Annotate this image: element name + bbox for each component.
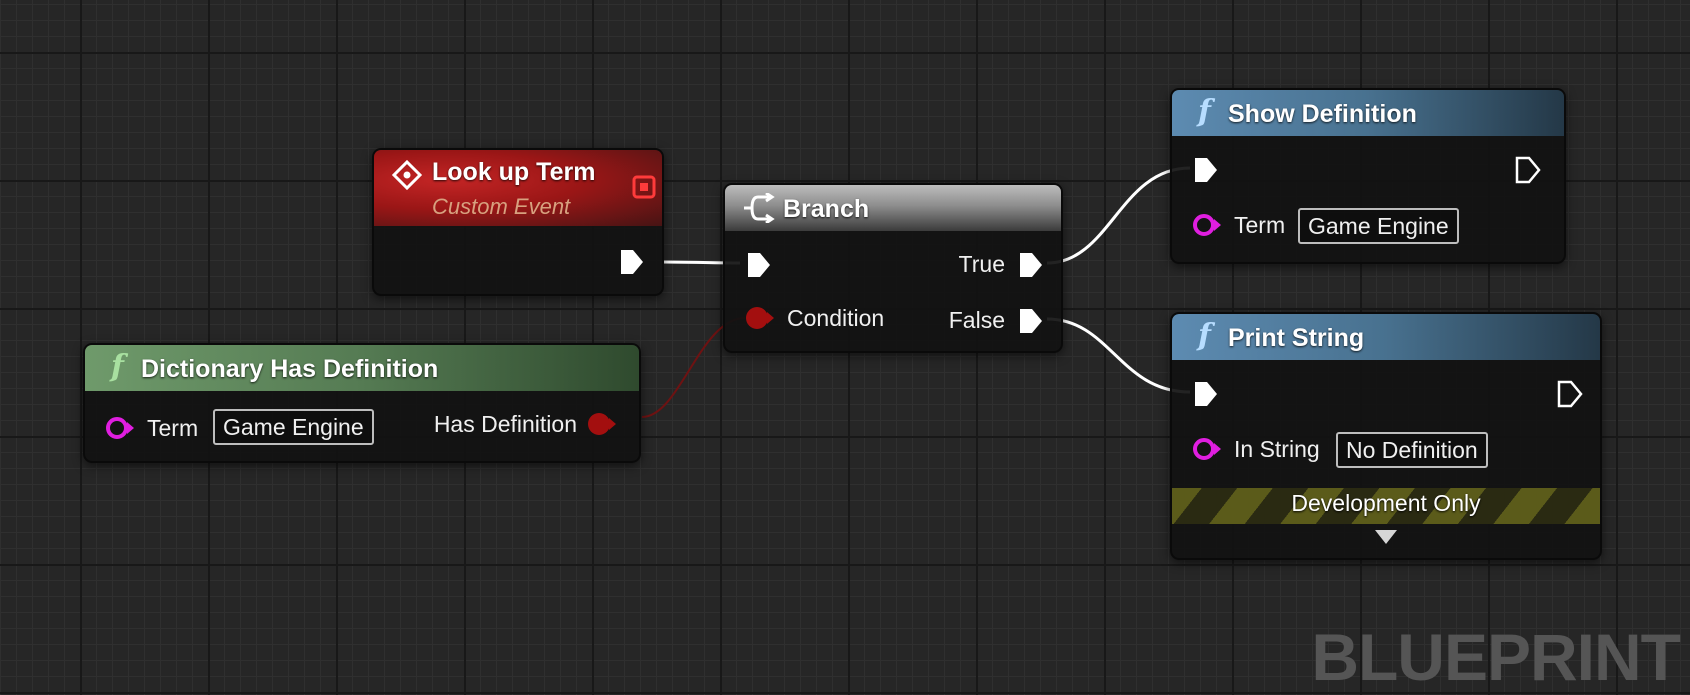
print-string-node[interactable]: f Print String In String No Definition D… [1170, 312, 1602, 560]
false-label: False [948, 307, 1005, 333]
node-header[interactable]: f Print String [1172, 314, 1600, 360]
string-term-pin[interactable] [105, 415, 135, 441]
node-header[interactable]: f Dictionary Has Definition [85, 345, 639, 391]
string-term-pin[interactable] [1192, 212, 1222, 238]
node-title: Dictionary Has Definition [141, 355, 439, 383]
term-label: Term [1234, 212, 1286, 238]
node-title: Print String [1228, 324, 1365, 352]
true-label: True [958, 251, 1005, 277]
function-icon: f [1198, 318, 1211, 353]
node-subtitle: Custom Event [432, 194, 571, 219]
node-title: Branch [783, 195, 870, 223]
blueprint-watermark: BLUEPRINT [1311, 620, 1681, 694]
delegate-pin-icon[interactable] [632, 175, 656, 199]
exec-true-pin[interactable] [1017, 251, 1045, 279]
node-header[interactable]: Look up Term Custom Event [374, 150, 662, 226]
condition-label: Condition [787, 305, 885, 331]
expand-arrow-icon[interactable] [1375, 530, 1397, 544]
in-string-label: In String [1234, 436, 1320, 462]
function-icon: f [111, 349, 124, 384]
exec-out-pin[interactable] [1556, 380, 1584, 408]
exec-wire-true-to-show [1046, 166, 1191, 265]
node-title: Look up Term [432, 158, 596, 186]
term-label: Term [147, 415, 199, 441]
dictionary-has-definition-node[interactable]: f Dictionary Has Definition Term Game En… [83, 343, 641, 463]
bool-has-definition-pin[interactable] [587, 411, 617, 437]
development-only-banner: Development Only [1172, 488, 1600, 524]
bool-condition-pin[interactable] [745, 305, 775, 331]
development-only-label: Development Only [1291, 490, 1481, 516]
node-header[interactable]: f Show Definition [1172, 90, 1564, 136]
term-input[interactable]: Game Engine [213, 409, 374, 445]
exec-out-pin[interactable] [1514, 156, 1542, 184]
node-header[interactable]: Branch [725, 185, 1061, 231]
string-in-pin[interactable] [1192, 436, 1222, 462]
exec-in-pin[interactable] [1192, 156, 1220, 184]
exec-in-pin[interactable] [1192, 380, 1220, 408]
node-title: Show Definition [1228, 100, 1417, 128]
in-string-input[interactable]: No Definition [1336, 432, 1488, 468]
diamond-event-icon [392, 160, 422, 190]
branch-icon [744, 193, 775, 223]
show-definition-node[interactable]: f Show Definition Term Game Engine [1170, 88, 1566, 264]
exec-wire-false-to-print [1046, 317, 1191, 394]
look-up-term-node[interactable]: Look up Term Custom Event [372, 148, 664, 296]
branch-node[interactable]: Branch True Condition False [723, 183, 1063, 353]
exec-false-pin[interactable] [1017, 307, 1045, 335]
exec-in-pin[interactable] [745, 251, 773, 279]
term-input[interactable]: Game Engine [1298, 208, 1459, 244]
has-definition-label: Has Definition [433, 411, 577, 437]
function-icon: f [1198, 94, 1211, 129]
exec-out-pin[interactable] [618, 248, 646, 276]
